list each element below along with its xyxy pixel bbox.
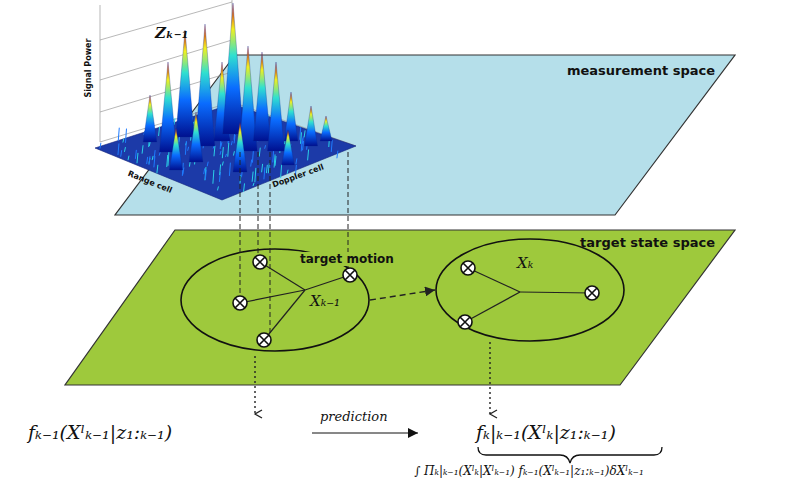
measurement-label: Zₖ₋₁	[155, 24, 188, 42]
measurement-plane: measurement space	[115, 55, 735, 215]
plane-label: target state space	[580, 235, 715, 250]
axis-label: Signal Power	[84, 39, 93, 98]
plane-label: measurement space	[567, 63, 715, 78]
state-label: Xₖ	[517, 254, 533, 272]
measurement-plane-outline	[115, 55, 735, 215]
edge-label: target motion	[298, 252, 396, 266]
underbrace	[478, 447, 662, 463]
density-formula: fₖ|ₖ₋₁(Xˡₖ|z₁:ₖ₋₁)	[476, 421, 616, 443]
prediction-arrow	[312, 433, 418, 434]
state-label: Xₖ₋₁	[310, 292, 340, 310]
state-plane-outline	[65, 230, 735, 385]
prediction-label: prediction	[320, 409, 388, 424]
density-formula: fₖ₋₁(Xˡₖ₋₁|z₁:ₖ₋₁)	[28, 421, 172, 443]
integral-formula: ∫ Πₖ|ₖ₋₁(Xˡₖ|Xˡₖ₋₁) fₖ₋₁(Xˡₖ₋₁|z₁:ₖ₋₁)δX…	[414, 464, 644, 478]
target-ellipse-outline	[435, 238, 625, 342]
state-plane: target state spaceXₖ₋₁ Xₖ	[65, 230, 735, 385]
target-ellipse: Xₖ	[435, 238, 625, 342]
